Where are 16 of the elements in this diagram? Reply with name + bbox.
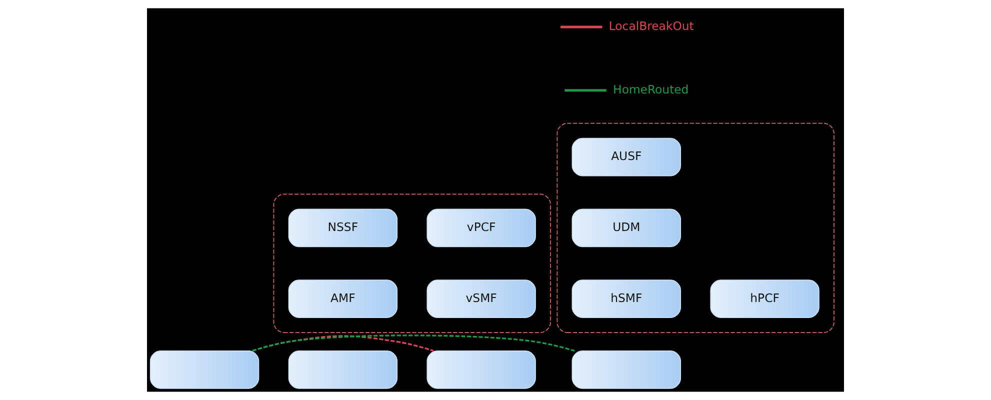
node-box: [572, 350, 681, 389]
node-box: [426, 350, 536, 389]
node-box: vPCF: [426, 208, 536, 248]
node-box: hSMF: [572, 280, 681, 318]
cluster: [273, 194, 551, 333]
node-box: vSMF: [426, 280, 536, 318]
legend-label: HomeRouted: [613, 82, 689, 96]
node-box: [150, 350, 260, 389]
node-box: UDM: [572, 208, 681, 248]
legend-label: LocalBreakOut: [608, 19, 694, 34]
node-box: NSSF: [288, 208, 398, 248]
node-box: hPCF: [710, 280, 820, 318]
node-box: AMF: [288, 280, 398, 318]
node-box: [288, 350, 398, 389]
cluster: [556, 122, 834, 333]
node-box: AUSF: [572, 138, 681, 176]
